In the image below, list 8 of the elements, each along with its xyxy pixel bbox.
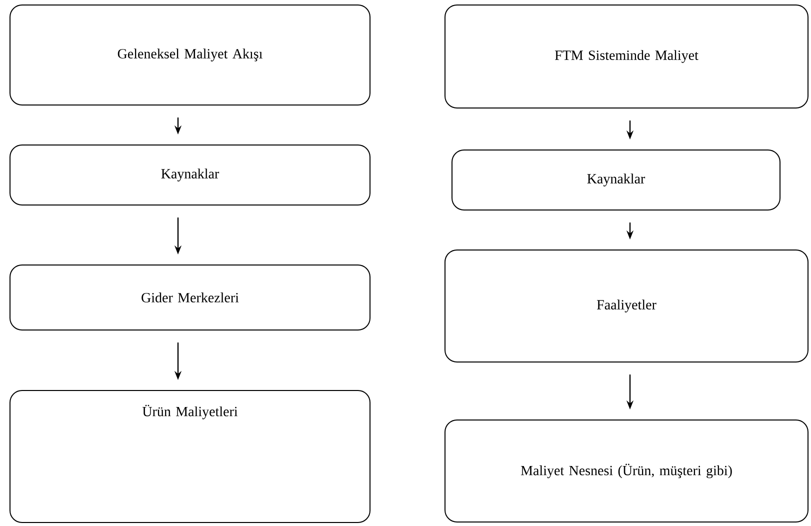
process-box: Maliyet Nesnesi (Ürün, müşteri gibi) bbox=[444, 420, 808, 522]
process-box: Kaynaklar bbox=[10, 144, 370, 206]
process-box: Faaliyetler bbox=[444, 250, 808, 362]
process-box: Kaynaklar bbox=[452, 150, 780, 210]
process-box: FTM Sisteminde Maliyet bbox=[444, 4, 808, 108]
process-box: Ürün Maliyetleri bbox=[10, 390, 370, 523]
process-box: Gider Merkezleri bbox=[10, 264, 370, 330]
process-box: Geleneksel Maliyet Akışı bbox=[10, 4, 370, 106]
